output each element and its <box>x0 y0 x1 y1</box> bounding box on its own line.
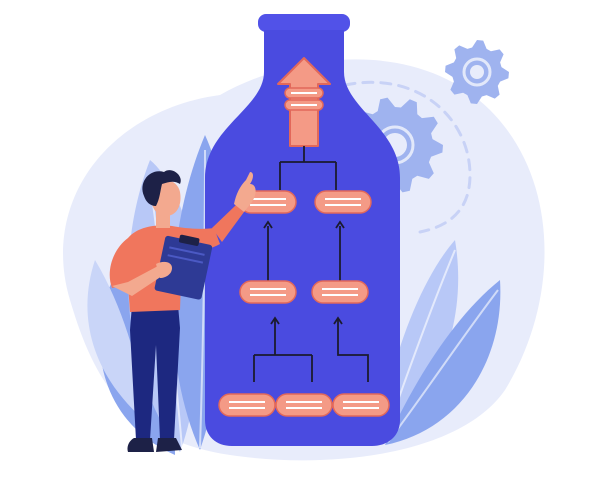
gear-icon <box>445 40 509 104</box>
arrow-up-icon <box>277 57 331 147</box>
arrowhead <box>263 220 273 229</box>
raised-arm <box>212 205 244 242</box>
hierarchy-node <box>218 393 276 417</box>
dashed-orbit <box>343 80 472 234</box>
arrowhead <box>270 316 280 325</box>
bottle-cap <box>258 14 350 32</box>
lower-arm <box>112 266 162 296</box>
connector-bottom-left <box>253 318 313 382</box>
hierarchy-node <box>314 190 372 214</box>
gear-ring <box>462 57 492 87</box>
shoe-left <box>127 438 154 452</box>
hair <box>142 170 181 206</box>
man-figure <box>109 170 256 452</box>
arrowhead <box>333 316 343 325</box>
bottle-body <box>205 30 400 446</box>
clipboard <box>154 234 213 300</box>
pants <box>130 305 180 440</box>
hierarchy-connectors <box>253 146 369 382</box>
hierarchy-node <box>311 280 369 304</box>
connector-bottom-right <box>337 318 369 382</box>
raised-hand <box>234 172 256 212</box>
lower-hand <box>156 261 172 278</box>
bottle <box>205 14 400 446</box>
arrowhead <box>335 220 345 229</box>
connector-top <box>279 146 337 190</box>
shoe-right <box>156 438 182 452</box>
hierarchy-node <box>239 280 297 304</box>
hierarchy-node <box>332 393 390 417</box>
gear-hole <box>470 65 484 79</box>
hierarchy-node <box>275 393 333 417</box>
